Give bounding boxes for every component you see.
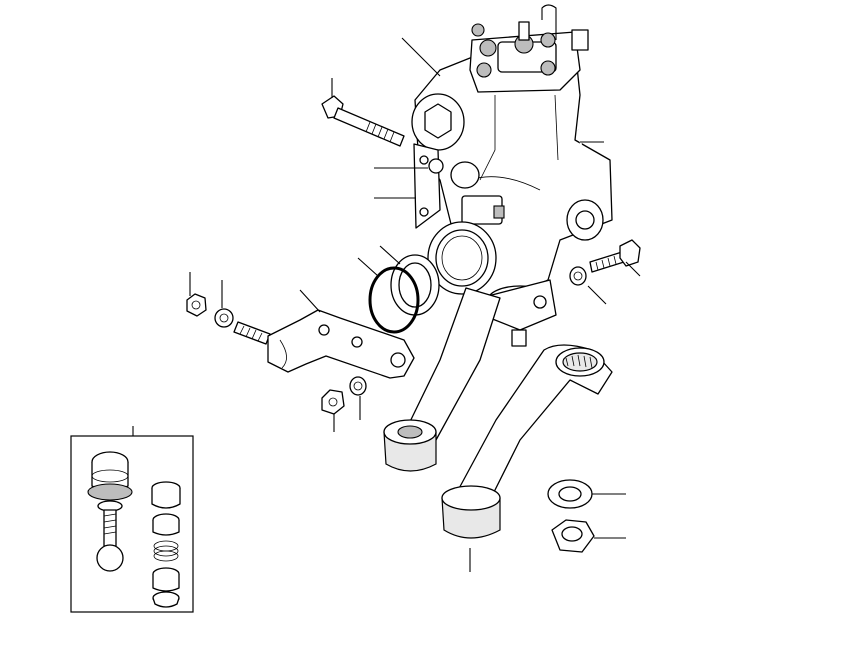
ball-stud — [87, 451, 133, 572]
adjuster-bolt[interactable] — [321, 95, 405, 147]
leader-lines — [132, 37, 641, 572]
sector-shaft-bore — [427, 221, 497, 295]
fluid-pipe[interactable] — [461, 129, 582, 226]
mounting-bracket[interactable] — [413, 143, 444, 229]
o-ring[interactable] — [368, 266, 420, 334]
drop-arm-nut[interactable] — [551, 519, 595, 553]
bracket-bolt[interactable] — [589, 239, 641, 273]
link-arm-washer[interactable] — [349, 376, 367, 396]
link-arm[interactable] — [267, 309, 415, 379]
steering-box-housing[interactable] — [411, 4, 613, 347]
idler-arm[interactable] — [441, 344, 613, 539]
pinch-bolt-nut[interactable] — [186, 293, 207, 317]
drop-arm-washer[interactable] — [547, 479, 593, 509]
pinch-bolt-washer[interactable] — [214, 308, 234, 328]
drop-arm[interactable] — [383, 287, 501, 472]
socket-components — [151, 481, 181, 608]
bracket-bolt-washer[interactable] — [569, 266, 587, 286]
pinch-bolt[interactable] — [233, 321, 271, 345]
link-arm-nut[interactable] — [321, 389, 345, 415]
ball-joint-detail[interactable] — [70, 435, 194, 613]
